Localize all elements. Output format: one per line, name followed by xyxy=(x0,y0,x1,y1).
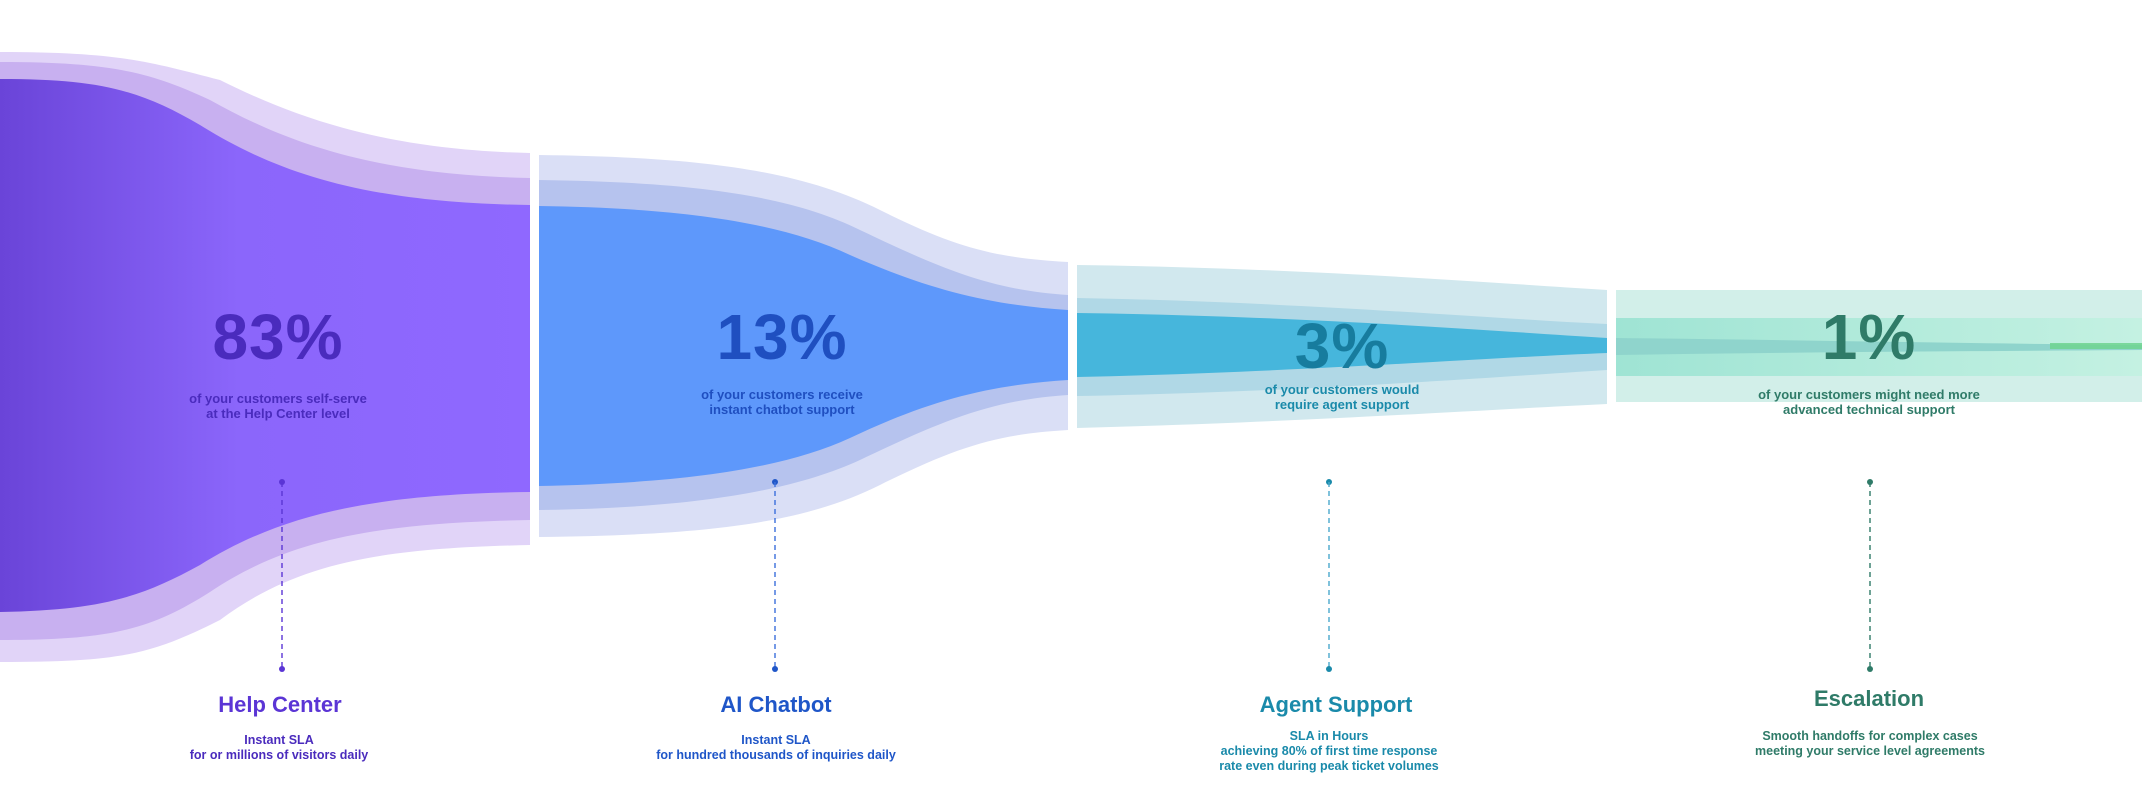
escalation-line xyxy=(2050,343,2142,349)
ai-chatbot-core xyxy=(539,206,1068,486)
agent-support-description: of your customers would require agent su… xyxy=(1264,382,1420,412)
ai-chatbot-percent: 13% xyxy=(716,301,848,373)
help-center-title: Help Center xyxy=(218,692,342,717)
funnel-segment-ai-chatbot xyxy=(539,155,1068,537)
ai-chatbot-details: Instant SLA for hundred thousands of inq… xyxy=(656,733,896,762)
connector-dot-bottom xyxy=(772,666,778,672)
agent-support-title: Agent Support xyxy=(1259,692,1413,717)
connector-dot-bottom xyxy=(279,666,285,672)
help-center-description: of your customers self-serve at the Help… xyxy=(189,391,367,421)
ai-chatbot-title: AI Chatbot xyxy=(720,692,832,717)
connectors xyxy=(279,479,1873,672)
connector-dot-bottom xyxy=(1867,666,1873,672)
stage-help-center-stats: 83% of your customers self-serve at the … xyxy=(189,305,367,421)
connector-dot-bottom xyxy=(1326,666,1332,672)
escalation-core xyxy=(1616,338,2142,355)
agent-support-core xyxy=(1077,313,1607,377)
funnel-segment-help-center xyxy=(0,52,530,662)
help-center-percent: 83% xyxy=(212,301,344,373)
stage-escalation-stats: 1% of your customers might need more adv… xyxy=(1758,305,1980,417)
escalation-title: Escalation xyxy=(1813,686,1925,711)
agent-support-details: SLA in Hours achieving 80% of first time… xyxy=(1219,729,1439,773)
escalation-details: Smooth handoffs for complex cases meetin… xyxy=(1755,729,1985,758)
stage-agent-support-stats: 3% of your customers would require agent… xyxy=(1265,314,1420,412)
funnel-segment-escalation xyxy=(1616,290,2142,402)
stage-ai-chatbot-stats: 13% of your customers receive instant ch… xyxy=(701,305,863,417)
help-center-core xyxy=(0,79,530,612)
escalation-description: of your customers might need more advanc… xyxy=(1758,387,1980,417)
funnel-segment-agent-support xyxy=(1077,265,1607,428)
escalation-percent: 1% xyxy=(1821,301,1917,373)
ai-chatbot-description: of your customers receive instant chatbo… xyxy=(701,387,863,417)
agent-support-percent: 3% xyxy=(1294,310,1390,382)
help-center-details: Instant SLA for or millions of visitors … xyxy=(189,733,369,762)
